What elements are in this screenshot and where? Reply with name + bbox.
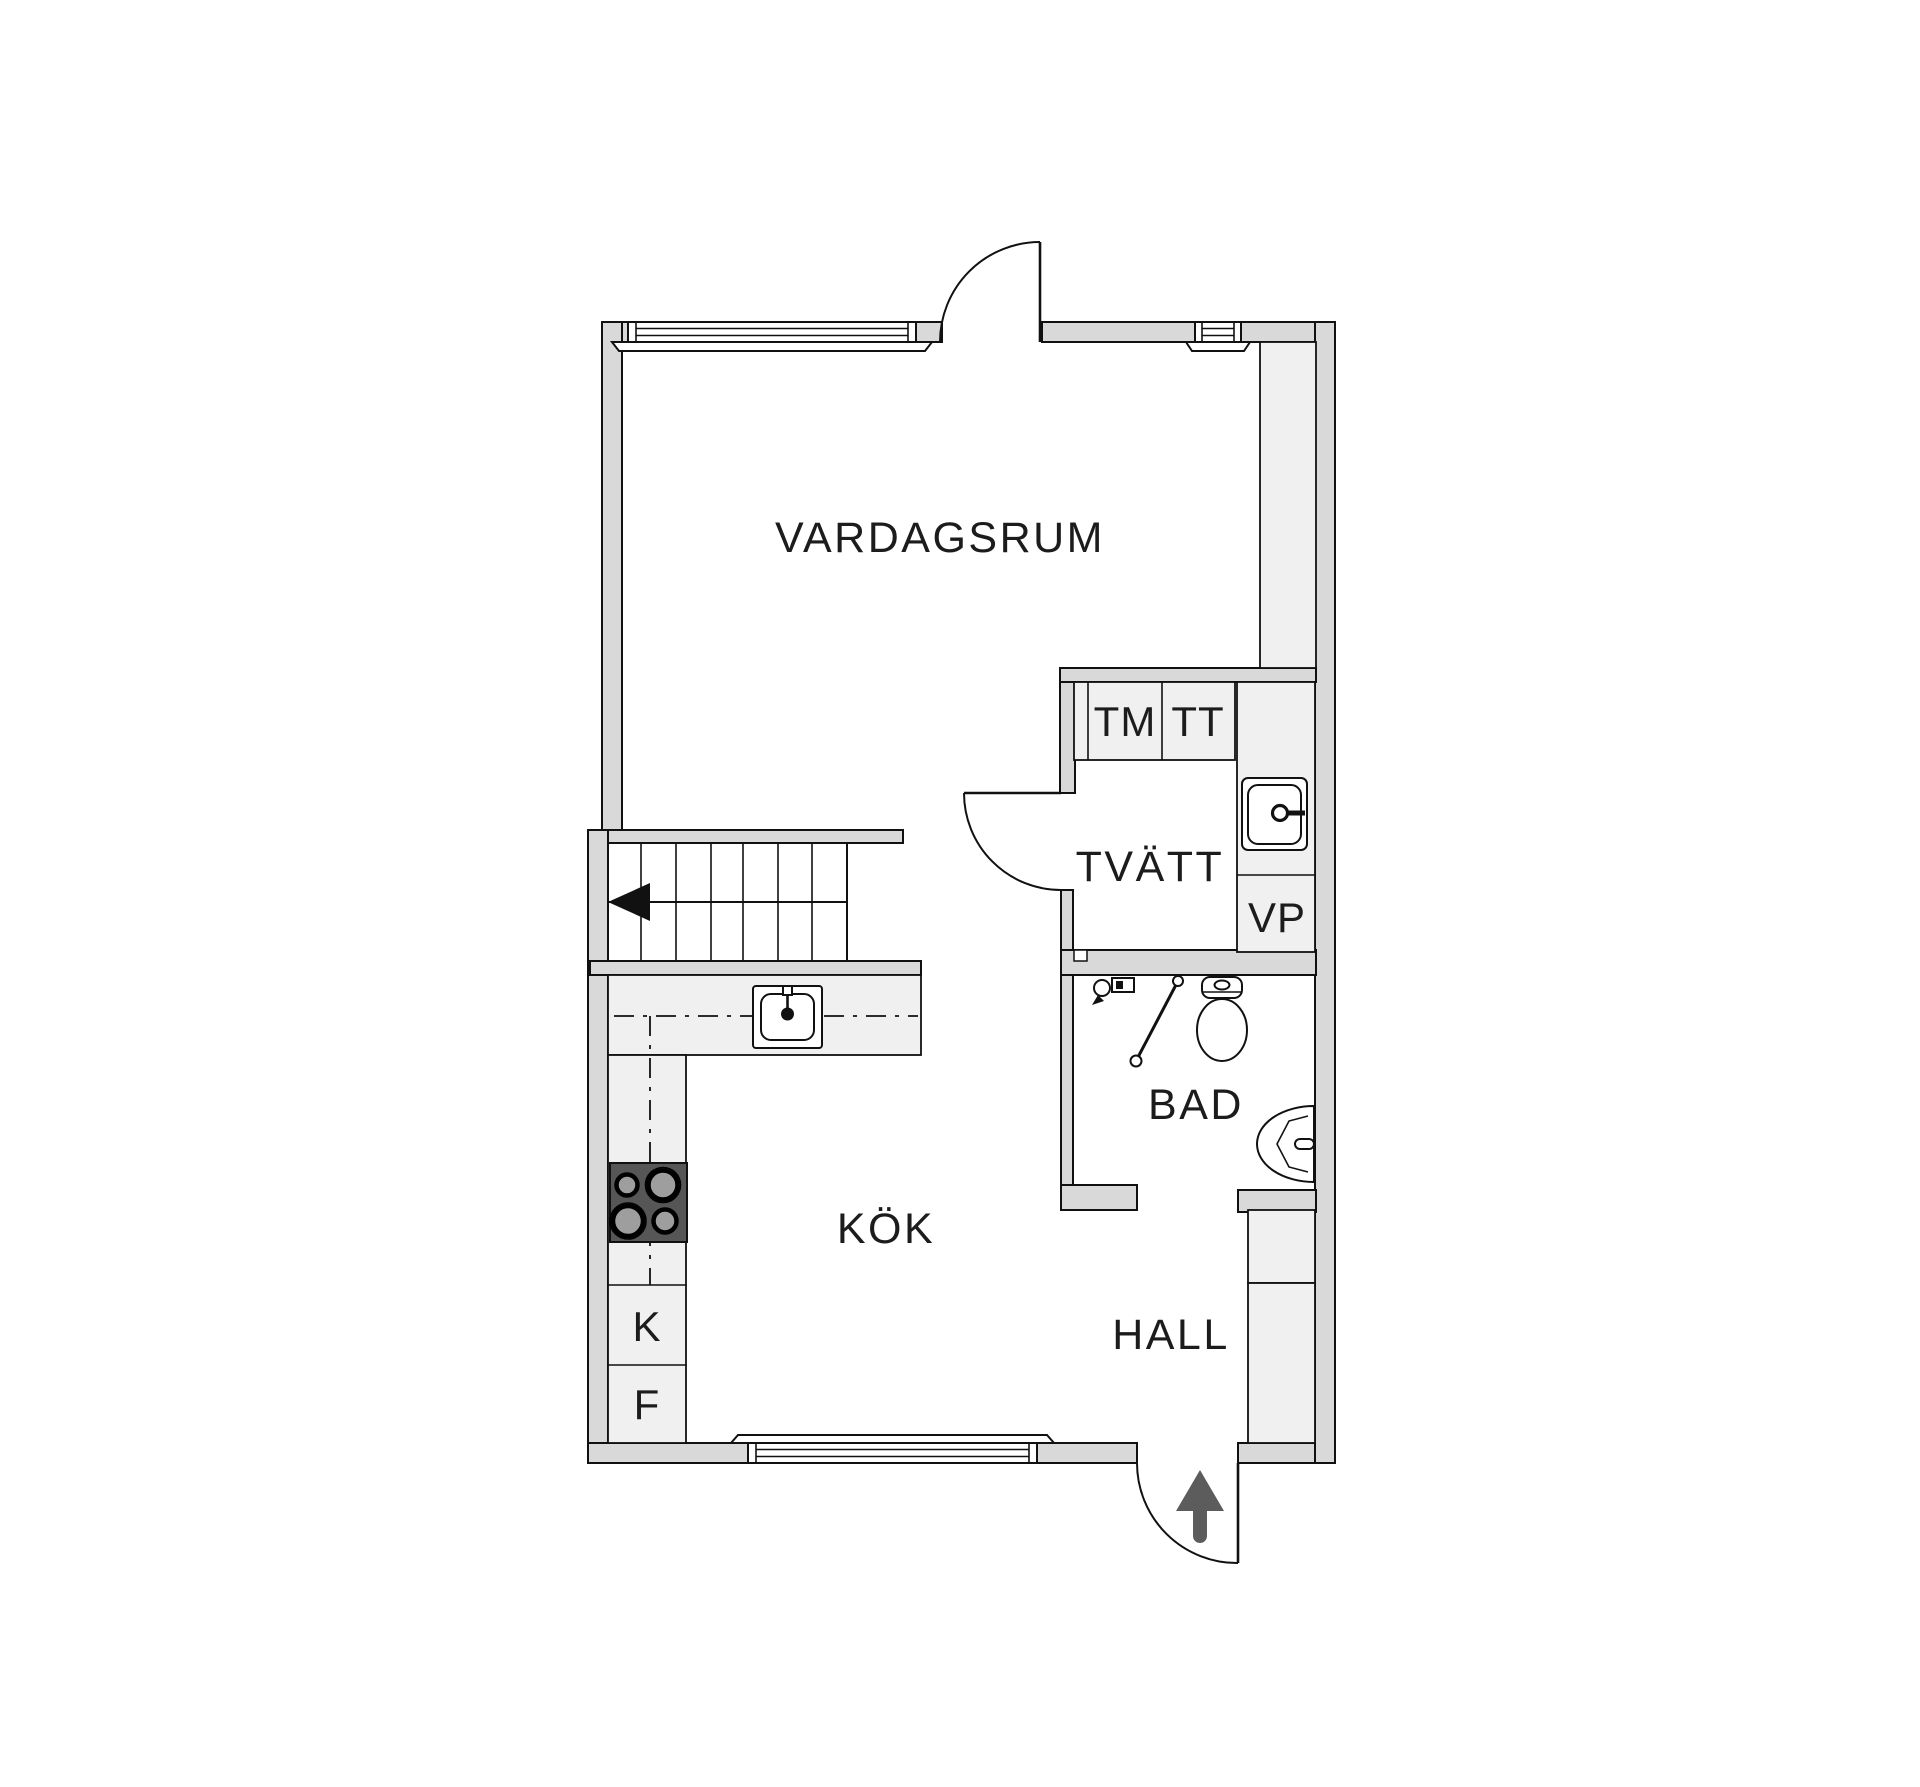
wall-left-upper [601,321,623,833]
shower-mixer-knob [1093,979,1111,997]
burner [646,1168,680,1202]
wall-tvatt-top [1059,667,1317,683]
wall-bad-bottom-left [1060,1184,1138,1211]
window-living-room-icon [609,321,935,352]
shower-icon [1092,975,1184,1068]
room-label-hall: HALL [1112,1311,1230,1359]
window-kitchen-icon [728,1434,1057,1464]
kitchen-sink-icon [752,985,823,1049]
wall-top-right [1041,321,1336,343]
washbasin-faucet [1294,1138,1315,1150]
door-swing-arc [963,792,1062,891]
door-balcony-icon [939,241,1042,343]
window-glazing [755,1443,1030,1463]
window-frame [627,321,917,343]
hall-closet-lower [1247,1282,1316,1444]
window-sill [728,1434,1057,1444]
sink-faucet-knob [781,1007,794,1021]
burner [610,1203,646,1239]
appliance-label-tm: TM [1094,698,1157,745]
door-swing-arc [1136,1462,1239,1565]
window-glazing [1201,322,1235,342]
shower-rail-end [1172,975,1184,987]
appliance-label-k: K [632,1303,661,1350]
washbasin-icon [1256,1104,1315,1184]
window-sill [609,341,935,352]
laundry-sink-icon [1241,777,1308,851]
shower-rail-end [1129,1054,1143,1068]
room-label-kok: KÖK [837,1205,935,1253]
window-frame [747,1442,1038,1464]
hall-closets [1247,1209,1316,1444]
window-sill [1184,341,1252,352]
washbasin-inner [1276,1115,1309,1173]
wall-tvatt-bad-divider [1060,949,1317,976]
room-label-vardagsrum: VARDAGSRUM [775,514,1105,562]
appliance-label-vp: VP [1248,894,1306,941]
counter-left-column [607,1054,687,1444]
shower-mixer-spout [1092,995,1104,1005]
sink-faucet-knob [1270,803,1290,823]
vardagsrum-closet [1259,341,1317,669]
wall-tvatt-left-upper [1059,681,1076,794]
door-swing-arc [939,241,1041,343]
door-tvatt-icon [963,791,1062,891]
toilet-bowl [1196,998,1248,1062]
sink-faucet-base [782,985,793,996]
stove-icon [609,1162,688,1243]
toilet-icon [1196,976,1248,1062]
wall-left-lower [587,829,609,1464]
burner [651,1207,679,1235]
wall-notch [1073,949,1088,962]
washbasin-bowl [1256,1104,1315,1184]
window-frame [1194,321,1242,343]
appliance-label-f: F [634,1381,661,1428]
wall-stairs-top [587,829,904,844]
closet-block [1259,341,1317,669]
appliance-label-tt: TT [1171,698,1224,745]
room-label-tvatt: TVÄTT [1076,843,1225,891]
shower-mixer-detail [1116,981,1123,989]
stairs [607,842,848,962]
tm-tt-dividers [1087,682,1163,760]
entry-arrow-icon [1176,1470,1224,1543]
counter-cell-lines [608,1284,686,1366]
room-label-bad: BAD [1148,1081,1244,1129]
shower-rail [1134,980,1180,1062]
room-labels: VARDAGSRUM TVÄTT BAD KÖK HALL TM TT VP K… [632,514,1306,1428]
door-entry-icon [1136,1462,1240,1565]
wall-bad-bottom-right [1237,1189,1317,1213]
window-top-right-icon [1184,321,1252,352]
hall-closet-upper [1247,1209,1316,1284]
burner-ring [644,1166,682,1204]
tm-tt-block [1073,681,1236,761]
stairs-direction-arrow-icon [608,883,650,921]
window-glazing [635,322,909,342]
wall-below-stairs [589,960,922,976]
toilet-button [1213,979,1231,991]
burner-ring [609,1202,647,1240]
wall-tvatt-bad-left [1060,889,1074,1191]
wall-right [1314,321,1336,1464]
burner [614,1172,640,1198]
